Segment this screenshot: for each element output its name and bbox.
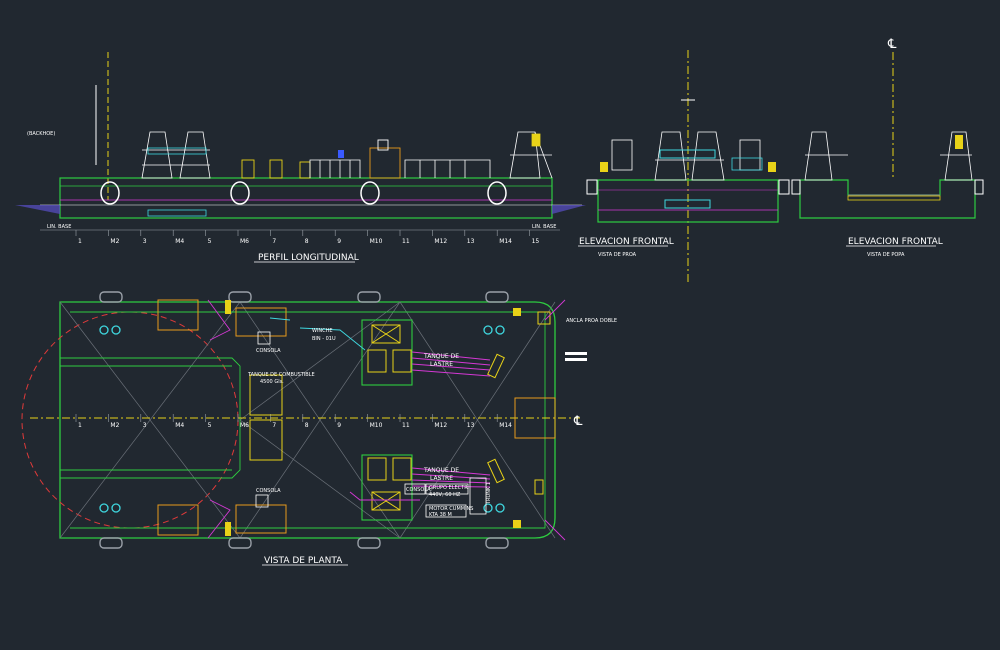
plan-tanque-comb: TANQUE DE COMBUSTIBLE [247,372,315,378]
plan-cl-symbol: ℄ [573,414,583,429]
plan-anchor-rack [565,352,587,355]
plan-frame-mark: 9 [337,422,341,429]
plan-spud-wells [157,299,556,536]
bow-yellow-marker-1 [600,162,608,172]
baseline-right-label: LIN. BASE [532,224,556,230]
profile-frame-mark: 5 [208,238,212,245]
plan-frame-mark: 11 [402,422,410,429]
plan-view: ℄ 1 M2 3 M4 5 M6 7 8 9 M10 11 M12 13 M14 [21,291,617,566]
profile-frame-mark: 9 [337,238,341,245]
plan-fairleads [487,353,505,484]
profile-frame-mark: 15 [532,238,540,245]
profile-spud-tower-fwd [509,131,553,179]
plan-winche: WINCHE [312,328,333,334]
profile-blue-box [338,150,344,158]
plan-gen-sub: 440V, 60 HZ [429,492,461,498]
plan-frame-mark: M2 [110,422,119,429]
plan-frame-mark: M14 [499,422,512,429]
profile-title: PERFIL LONGITUDINAL [258,253,359,263]
plan-fenders [99,291,509,549]
profile-frame-marks: 1 M2 3 M4 5 M6 7 8 9 M10 11 M12 13 M14 15 [75,230,540,245]
bow-elevation: ELEVACION FRONTAL VISTA DE PROA [578,50,790,285]
plan-tanque-comb-cap: 4500 Gls. [260,379,284,385]
profile-frame-mark: M2 [110,238,119,245]
bow-hull [597,179,779,223]
profile-frame-mark: 1 [78,238,82,245]
plan-frame-mark: M10 [370,422,383,429]
stern-cl-symbol: ℄ [887,37,897,52]
stern-hull [799,179,976,219]
plan-trunk-label: TRUNK 1 [486,482,492,505]
bow-subtitle: VISTA DE PROA [598,252,637,258]
profile-railings [309,159,491,178]
plan-frame-mark: 5 [208,422,212,429]
plan-yellow-fittings [225,300,551,536]
plan-frame-mark: 8 [305,422,309,429]
plan-tanque-lastre-1b: LASTRE [430,361,453,368]
profile-frame-mark: M6 [240,238,249,245]
plan-winche-sub: BIN - 01U [312,336,336,342]
plan-tanque-lastre-2: TANQUE DE [423,467,459,474]
profile-frame-mark: M14 [499,238,512,245]
plan-tanque-lastre-2b: LASTRE [430,475,453,482]
plan-tanque-lastre-1: TANQUE DE [423,353,459,360]
plan-frame-mark: M12 [434,422,447,429]
plan-consoles [255,331,487,518]
profile-frame-mark: 11 [402,238,410,245]
profile-frame-mark: 7 [272,238,276,245]
stern-subtitle: VISTA DE POPA [867,252,905,258]
plan-motor-label: MOTOR CUMMINS [429,506,473,512]
profile-fenders [100,181,507,205]
stern-title: ELEVACION FRONTAL [848,237,943,247]
plan-frame-marks: 1 M2 3 M4 5 M6 7 8 9 M10 11 M12 13 M14 [75,414,512,429]
plan-frame-mark: 3 [143,422,147,429]
plan-bracing [59,301,556,539]
plan-frame-mark: 7 [272,422,276,429]
bow-spud-towers [611,131,761,181]
plan-frame-mark: 1 [78,422,82,429]
profile-frame-mark: 8 [305,238,309,245]
plan-frame-mark: M4 [175,422,184,429]
profile-frame-mark: M4 [175,238,184,245]
baseline-left-label: LIN. BASE [47,224,71,230]
plan-motor-sub: KTA 38 M [429,512,452,518]
backhoe-note: (BACKHOE) [27,131,55,137]
plan-gen-label: GRUPO ELECTR. [429,485,469,491]
plan-cyan-lines [269,317,366,351]
plan-consola-mid: CONSOLA [406,487,431,493]
plan-consola-top: CONSOLA [256,348,281,354]
profile-frame-mark: 3 [143,238,147,245]
profile-spud-tower-aft [141,131,211,217]
longitudinal-profile: (BACKHOE) [15,52,586,263]
plan-bitts [99,325,505,513]
profile-frame-mark: M12 [434,238,447,245]
plan-title: VISTA DE PLANTA [264,556,343,566]
bow-cyan-bar [659,149,716,159]
plan-frame-mark: M6 [240,422,249,429]
plan-ancla-label: ANCLA PROA DOBLE [566,318,617,324]
plan-hull [59,301,556,539]
stern-spud-towers [804,131,973,181]
profile-frame-mark: M10 [370,238,383,245]
stern-elevation: ℄ ELEVACION FRONTAL VISTA DE POPA [791,37,984,258]
profile-frame-mark: 13 [467,238,475,245]
profile-deck-equipment [241,139,401,179]
bow-title: ELEVACION FRONTAL [579,237,674,247]
plan-frame-mark: 13 [467,422,475,429]
plan-consola-bottom: CONSOLA [256,488,281,494]
